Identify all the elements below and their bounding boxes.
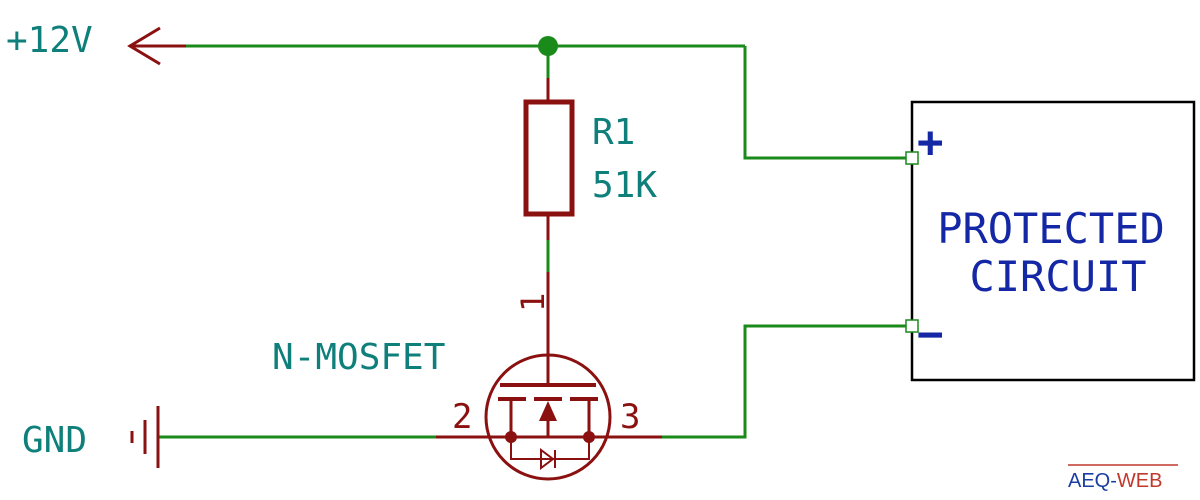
body-diode-icon: [540, 448, 556, 470]
negative-return-wire: [662, 324, 906, 439]
positive-terminal-label: +: [917, 117, 944, 168]
protected-circuit-box: [910, 100, 1196, 382]
watermark-part1: AEQ-: [1068, 470, 1117, 492]
negative-terminal-label: −: [917, 309, 944, 360]
resistor-value-label: 51K: [592, 165, 657, 206]
positive-feed-wire: [743, 46, 906, 160]
source-pin-number: 2: [452, 397, 472, 437]
drain-pin-number: 3: [620, 397, 640, 437]
mosfet-channel-arrow-icon: [539, 401, 557, 421]
negative-terminal-pad: [905, 319, 919, 333]
mosfet-body-circle: [484, 353, 612, 481]
protected-circuit-title-line2: CIRCUIT: [969, 252, 1146, 301]
resistor-body: [523, 99, 575, 217]
positive-terminal-pad: [905, 151, 919, 165]
power-label: +12V: [6, 20, 93, 61]
watermark: AEQ-WEB: [1068, 470, 1162, 492]
ground-label: GND: [22, 420, 87, 461]
mosfet-label: N-MOSFET: [272, 337, 445, 378]
protected-circuit-title-line1: PROTECTED: [937, 204, 1165, 253]
watermark-part2: WEB: [1117, 470, 1163, 492]
gate-pin-number: 1: [514, 293, 552, 312]
resistor-ref-label: R1: [592, 112, 635, 153]
mosfet-diode-loop: [510, 437, 590, 460]
